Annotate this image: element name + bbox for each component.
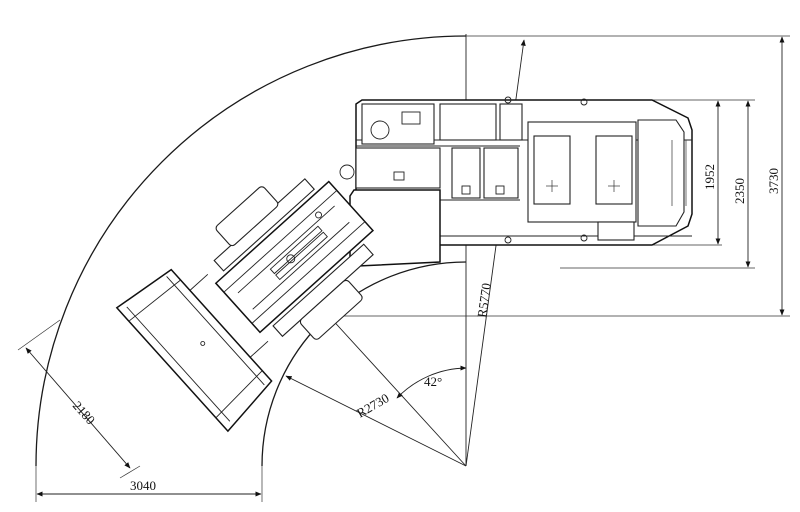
engine-hatch-right bbox=[595, 135, 633, 205]
frame-axis-line bbox=[317, 303, 467, 467]
angle-arc bbox=[396, 365, 467, 399]
filler-cap-icon bbox=[370, 120, 390, 140]
label-2350: 2350 bbox=[732, 178, 747, 204]
bottom-dimensions bbox=[35, 466, 263, 502]
label-turning-width: 3040 bbox=[130, 478, 156, 493]
hinge-pin-icon bbox=[339, 164, 355, 180]
label-inner-radius: R2730 bbox=[354, 390, 392, 420]
inner-radius-line bbox=[285, 375, 467, 467]
fender-lower bbox=[299, 279, 363, 340]
label-3730: 3730 bbox=[766, 168, 781, 194]
fender-upper bbox=[215, 186, 279, 247]
label-outer-radius: R5770 bbox=[474, 282, 494, 318]
label-bucket-width: 2180 bbox=[70, 398, 99, 427]
bucket-dimension bbox=[17, 319, 141, 479]
front-frame bbox=[189, 178, 375, 358]
dim-line-2180 bbox=[25, 347, 131, 469]
label-1952: 1952 bbox=[702, 164, 717, 190]
rear-frame bbox=[355, 96, 693, 246]
label-angle: 42° bbox=[424, 374, 442, 389]
bucket-outline bbox=[115, 268, 273, 433]
engine-hatch-left bbox=[533, 135, 571, 205]
right-dimensions bbox=[300, 35, 790, 317]
bucket bbox=[115, 268, 273, 433]
